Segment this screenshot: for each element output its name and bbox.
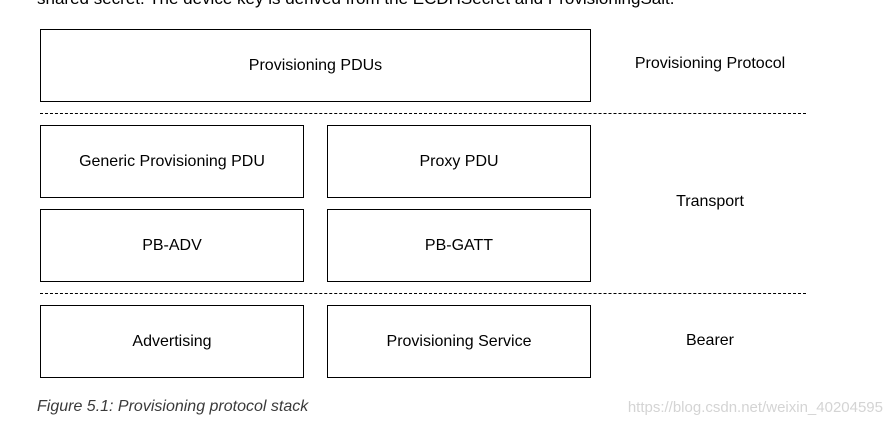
transport-bearer-divider [40, 293, 806, 294]
blog-watermark: https://blog.csdn.net/weixin_40204595 [627, 399, 883, 416]
pb-gatt-box: PB-GATT [327, 209, 591, 282]
advertising-box: Advertising [40, 305, 304, 378]
protocol-transport-divider [40, 113, 806, 114]
proxy-pdu-box: Proxy PDU [327, 125, 591, 198]
generic-provisioning-pdu-box: Generic Provisioning PDU [40, 125, 304, 198]
provisioning-service-box: Provisioning Service [327, 305, 591, 378]
provisioning-pdus-box: Provisioning PDUs [40, 29, 591, 102]
provisioning-protocol-layer-label: Provisioning Protocol [634, 55, 786, 72]
pb-adv-box: PB-ADV [40, 209, 304, 282]
cut-off-body-text: shared secret. The device key is derived… [37, 0, 674, 9]
transport-layer-label: Transport [676, 193, 744, 210]
bearer-layer-label: Bearer [685, 332, 735, 349]
figure-caption: Figure 5.1: Provisioning protocol stack [37, 398, 309, 415]
